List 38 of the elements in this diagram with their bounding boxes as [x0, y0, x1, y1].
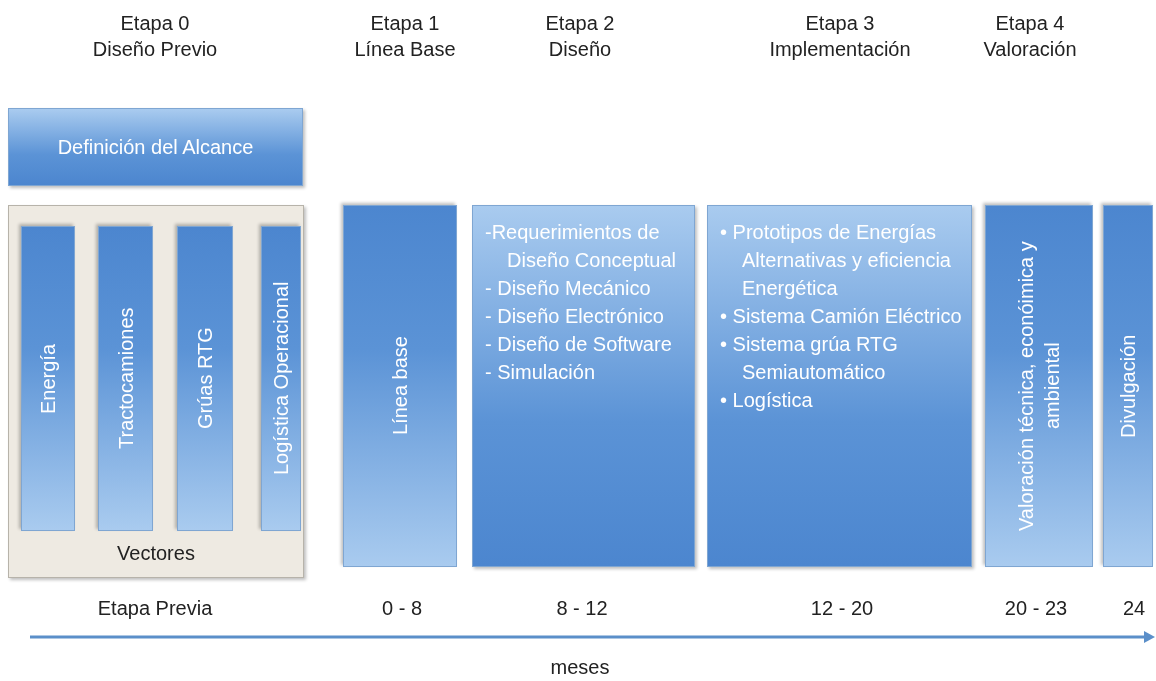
- stage-heading: Valoración: [983, 38, 1077, 61]
- stage-box: Definición del Alcance: [8, 108, 303, 186]
- list-item: - Diseño Mecánico: [485, 276, 651, 301]
- stage-box: Divulgación: [1103, 205, 1153, 567]
- list-item: - Simulación: [485, 360, 597, 385]
- list-item: • Sistema grúa RTG Semiautomático: [720, 332, 899, 385]
- list-item: • Prototipos de Energías Alternativas y eficiencia Energética: [720, 220, 952, 301]
- list-item: - Diseño de Software: [485, 332, 672, 357]
- stage-heading: Etapa 3: [805, 12, 875, 35]
- stage-heading: Implementación: [769, 38, 911, 61]
- stage-box: [707, 205, 972, 567]
- list-item: - Diseño Electrónico: [485, 304, 664, 329]
- list-item: • Logística: [720, 388, 814, 413]
- stage-heading: Etapa 4: [995, 12, 1065, 35]
- vector-bar: Tractocamiones: [98, 226, 153, 531]
- vector-bar: Grúas RTG: [177, 226, 233, 531]
- duration-label: 24: [1122, 597, 1146, 620]
- duration-label: 20 - 23: [1004, 597, 1068, 620]
- duration-label: 8 - 12: [556, 597, 608, 620]
- stage-heading: Etapa 1: [370, 12, 440, 35]
- axis-label: meses: [550, 656, 610, 679]
- list-item: -Requerimientos de Diseño Conceptual: [485, 220, 677, 273]
- duration-label: 12 - 20: [810, 597, 874, 620]
- stage-heading: Diseño Previo: [92, 38, 218, 61]
- list-item: • Sistema Camión Eléctrico: [720, 304, 962, 329]
- vector-bar: Logística Operacional: [261, 226, 301, 531]
- group-title: Vectores: [116, 542, 196, 565]
- stage-heading: Etapa 0: [120, 12, 190, 35]
- duration-label: 0 - 8: [382, 597, 422, 620]
- duration-label: Etapa Previa: [97, 597, 213, 620]
- stage-heading: Línea Base: [354, 38, 456, 61]
- stage-box: [472, 205, 695, 567]
- stage-heading: Diseño: [548, 38, 612, 61]
- stage-box: Valoración técnica, econóimica y ambiental: [985, 205, 1093, 567]
- stage-heading: Etapa 2: [545, 12, 615, 35]
- group-panel: [8, 205, 304, 578]
- stage-box: Línea base: [343, 205, 457, 567]
- vector-bar: Energía: [21, 226, 75, 531]
